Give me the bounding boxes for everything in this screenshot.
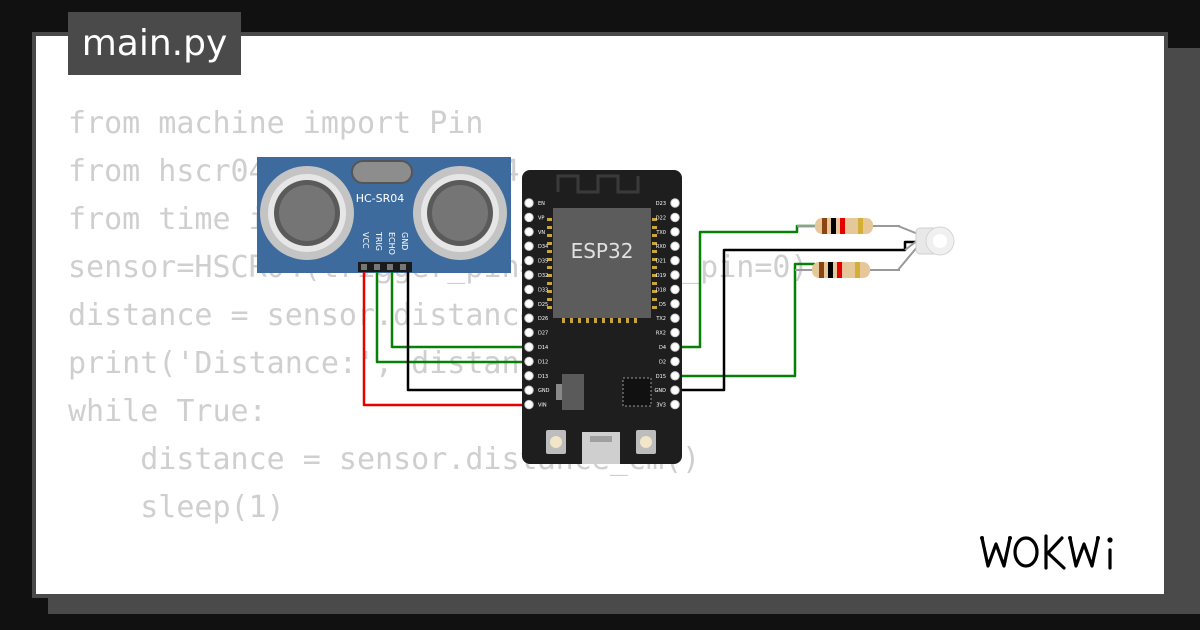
esp32-pin[interactable] (670, 241, 680, 251)
esp32-pin-label: D18 (656, 287, 666, 293)
wire-trig[interactable] (375, 272, 527, 364)
esp32-pin-label: D4 (659, 345, 666, 351)
esp32-board[interactable]: ESP32 ENVPVND34D35D32D33D25D26D27D14D12D… (522, 170, 682, 464)
esp32-pin[interactable] (670, 356, 680, 367)
esp32-pin-label: D26 (538, 316, 548, 322)
esp32-pin[interactable] (524, 299, 534, 309)
esp32-pin[interactable] (524, 198, 534, 208)
esp32-pin-label: D2 (659, 359, 666, 365)
esp32-pin-label: D12 (538, 359, 548, 365)
esp32-pin-label: RX2 (656, 331, 666, 337)
esp32-pin-label: VP (538, 215, 544, 221)
esp32-pin-label: 3V3 (656, 403, 666, 409)
esp32-pin[interactable] (524, 356, 534, 367)
esp32-pin[interactable] (524, 212, 534, 223)
wire-echo[interactable] (390, 272, 527, 349)
esp32-pin-label: D32 (538, 273, 548, 279)
esp32-pin-label: TX0 (655, 230, 666, 236)
esp32-pin[interactable] (670, 313, 680, 323)
esp32-pin[interactable] (524, 227, 534, 237)
code-line: sleep(1) (68, 490, 285, 525)
esp32-pin-label: D5 (659, 302, 666, 308)
led-leads (870, 225, 919, 271)
esp32-pin[interactable] (670, 299, 680, 309)
esp32-pin[interactable] (524, 327, 534, 338)
esp32-pin[interactable] (670, 385, 680, 395)
wire-vcc[interactable] (362, 272, 527, 407)
esp32-pin[interactable] (670, 284, 680, 295)
esp32-pin[interactable] (524, 284, 534, 295)
esp32-pin[interactable] (524, 313, 534, 323)
esp32-pin-label: D25 (538, 302, 548, 308)
esp32-pin-label: RX0 (656, 244, 666, 250)
esp32-pin-label: D35 (538, 259, 548, 265)
esp32-pin[interactable] (524, 371, 534, 381)
esp32-pin[interactable] (670, 212, 680, 223)
esp32-pin[interactable] (670, 327, 680, 338)
esp32-module (553, 208, 651, 318)
esp32-pin-label: EN (538, 201, 545, 207)
file-tab-main-py[interactable]: main.py (68, 12, 241, 75)
resistor-bottom[interactable] (795, 262, 900, 278)
esp32-pin-label: GND (538, 388, 550, 394)
wire-gnd[interactable] (406, 272, 527, 392)
esp32-pin-label: D23 (656, 201, 666, 207)
sensor-pin-label: VCC (361, 232, 370, 249)
hc-sr04-sensor[interactable]: HC-SR04 VCC TRIG ECHO GND (257, 157, 511, 273)
code-line: from machine import Pin (68, 106, 484, 141)
esp32-pin-label: D22 (656, 215, 666, 221)
esp32-pin-label: D21 (656, 259, 666, 265)
wokwi-logo[interactable]: WOKWi (978, 528, 1150, 576)
esp32-pin-label: D34 (538, 244, 548, 250)
voltage-regulator (562, 374, 584, 410)
esp32-pin[interactable] (670, 371, 680, 381)
sensor-transducer-right (413, 166, 507, 260)
wire-led-green[interactable] (673, 262, 815, 378)
esp32-chip-label: ESP32 (571, 239, 634, 263)
wire-led-cathode[interactable] (673, 240, 918, 392)
esp32-pin-label: D14 (538, 345, 548, 351)
code-line: while True: (68, 394, 267, 429)
esp32-pin-label: D33 (538, 287, 548, 293)
rgb-led[interactable] (915, 226, 955, 256)
esp32-pin-label: GND (655, 388, 667, 394)
esp32-pin[interactable] (670, 270, 680, 280)
wires (362, 224, 918, 407)
esp32-pin[interactable] (670, 255, 680, 266)
sensor-pin-label: ECHO (387, 232, 396, 255)
wokwi-logo-mark (980, 534, 1113, 570)
esp32-pin-label: D19 (656, 273, 666, 279)
esp32-pin[interactable] (670, 227, 680, 237)
esp32-pin-label: D15 (656, 374, 666, 380)
sensor-label: HC-SR04 (356, 192, 405, 205)
esp32-pin[interactable] (524, 241, 534, 251)
esp32-pin-label: VIN (538, 403, 547, 409)
sensor-transducer-left (260, 166, 354, 260)
esp32-pin[interactable] (524, 385, 534, 395)
esp32-pin[interactable] (670, 342, 680, 352)
esp32-pin[interactable] (524, 270, 534, 280)
wire-led-red[interactable] (673, 224, 815, 349)
esp32-pin-label: D27 (538, 331, 548, 337)
sensor-pin-label: TRIG (374, 231, 383, 251)
esp32-pin[interactable] (670, 399, 680, 410)
esp32-pin-label: VN (538, 230, 545, 236)
esp32-pin[interactable] (524, 399, 534, 410)
esp32-pin-label: D13 (538, 374, 548, 380)
sensor-pin-label: GND (400, 232, 409, 250)
esp32-pin[interactable] (524, 255, 534, 266)
usb-chip (622, 377, 652, 407)
esp32-pin[interactable] (670, 198, 680, 208)
esp32-pin[interactable] (524, 342, 534, 352)
esp32-pin-label: TX2 (655, 316, 666, 322)
